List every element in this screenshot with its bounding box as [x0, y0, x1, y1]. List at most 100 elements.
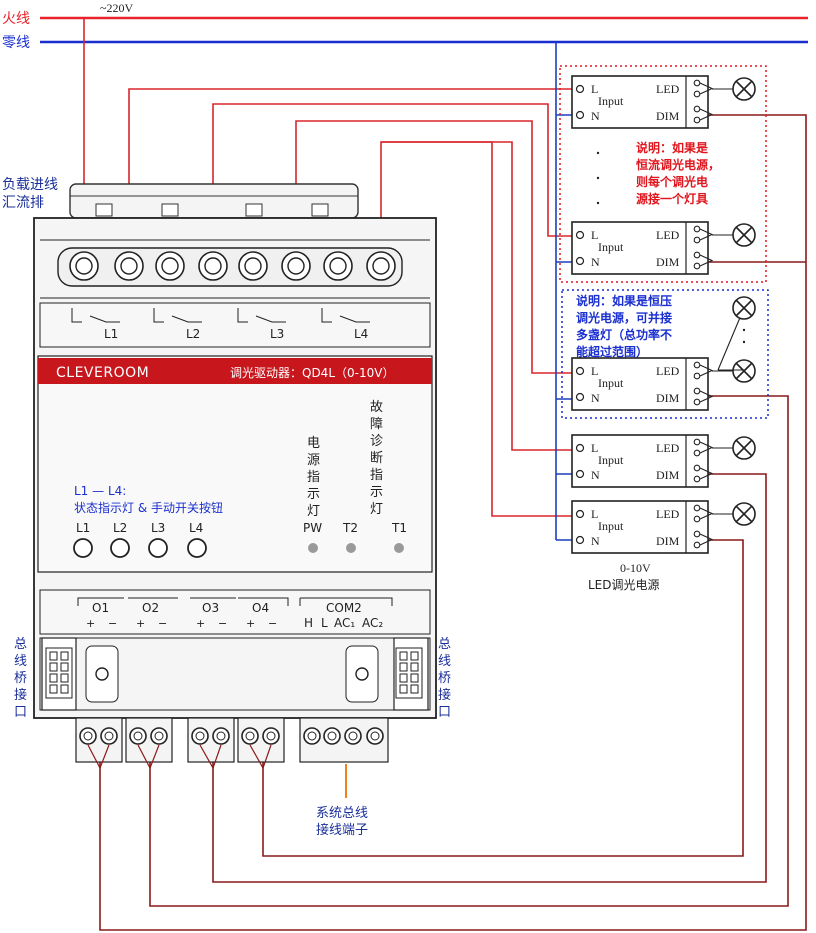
driver-led-plus-terminal — [693, 79, 701, 87]
brand-name: CLEVEROOM — [56, 365, 149, 381]
cv-note-line3: 多盏灯（总功率不 — [576, 327, 672, 342]
o2-minus: − — [158, 617, 167, 630]
pw-char-3: 指 — [307, 470, 320, 485]
constant-current-note: 说明：如果是 恒流调光电源， 则每个调光电 源接一个灯具 — [596, 140, 720, 206]
busbar-label-line2: 汇流排 — [2, 195, 44, 211]
pw-char-4: 示 — [307, 487, 320, 502]
driver-led-minus-terminal — [693, 372, 701, 380]
fault-char-2: 障 — [370, 417, 383, 432]
driver-n-label: N — [591, 109, 600, 123]
fault-char-1: 故 — [370, 400, 383, 415]
lbp-char-3: 桥 — [14, 671, 27, 686]
driver-l-label: L — [591, 364, 598, 378]
com-pin-ac2: AC₂ — [362, 616, 383, 630]
driver-led-plus-terminal — [693, 504, 701, 512]
terminal-5 — [238, 251, 268, 281]
busbar: 负载进线 汇流排 — [2, 177, 359, 219]
led-drivers: LNInputLEDDIMLNInputLEDDIMLNInputLEDDIML… — [571, 75, 756, 554]
t2-led — [346, 543, 356, 553]
terminal-strip — [57, 247, 403, 287]
driver-output-bridge — [699, 254, 714, 267]
channel-symbols — [71, 308, 370, 323]
lamp-icon — [732, 77, 756, 101]
cv-note-line1: 说明：如果是恒压 — [576, 293, 672, 308]
driver-led-plus-terminal — [693, 225, 701, 233]
button-label-l4: L4 — [189, 521, 203, 535]
driver-output-bridge — [699, 390, 714, 403]
driver-n-label: N — [591, 468, 600, 482]
o1-plus: + — [86, 617, 95, 630]
driver-dim-minus-terminal — [693, 116, 701, 124]
output-strip — [39, 589, 431, 635]
plug-o2 — [125, 717, 173, 770]
driver-terminal-l — [575, 366, 585, 376]
lamp-parallel-top — [732, 296, 756, 320]
led-label-t1: T1 — [391, 521, 407, 535]
power-indicator-caption: 电 源 指 示 灯 — [307, 436, 320, 519]
manual-button-l1[interactable] — [73, 538, 93, 558]
driver-input-label: Input — [598, 453, 624, 467]
driver-dim-plus-terminal — [693, 464, 701, 472]
driver-terminal-l — [575, 443, 585, 453]
fault-char-6: 示 — [370, 485, 383, 500]
com-pin-h: H — [304, 616, 313, 630]
output-o3: O3 — [202, 601, 219, 615]
channel-label-l1: L1 — [104, 327, 118, 341]
driver-led-minus-terminal — [693, 449, 701, 457]
terminal-live-in — [69, 251, 99, 281]
busbar-clip-2 — [161, 203, 179, 217]
driver-led-minus-terminal — [693, 515, 701, 523]
output-o4: O4 — [252, 601, 269, 615]
channel-label-l4: L4 — [354, 327, 368, 341]
driver-led-minus-terminal — [693, 90, 701, 98]
driver-led-label: LED — [656, 228, 680, 242]
constant-voltage-box — [561, 289, 769, 419]
system-bus-label-line2: 接线端子 — [316, 822, 368, 838]
terminal-7 — [323, 251, 353, 281]
front-panel — [37, 355, 433, 573]
driver-caption-line1: 0-10V — [620, 561, 651, 575]
left-bus-port[interactable] — [41, 637, 119, 711]
manual-button-l4[interactable] — [187, 538, 207, 558]
right-bus-port[interactable] — [345, 637, 429, 711]
cc-note-line4: 源接一个灯具 — [636, 191, 708, 206]
lbp-char-5: 口 — [14, 705, 27, 720]
driver-terminal-n — [575, 535, 585, 545]
mains-lines: 火线 零线 ~220V — [2, 1, 808, 51]
o3-plus: + — [196, 617, 205, 630]
terminal-l3-out — [281, 251, 311, 281]
busbar-clip-1 — [95, 203, 113, 217]
plug-o1 — [75, 717, 123, 770]
lamp-icon — [732, 223, 756, 247]
fault-char-4: 断 — [370, 451, 383, 466]
driver-dim-label: DIM — [656, 255, 680, 269]
manual-button-l3[interactable] — [148, 538, 168, 558]
rbp-char-2: 线 — [438, 654, 451, 669]
constant-current-box — [559, 65, 767, 283]
com-label: COM2 — [326, 601, 362, 615]
constant-voltage-note: 说明：如果是恒压 调光电源，可并接 多盏灯（总功率不 能超过范围） — [576, 293, 672, 359]
driver-led-label: LED — [656, 82, 680, 96]
dimmer-device: L1 L2 L3 L4 CLEVEROOM 调光驱动器：QD4L（0-10V） … — [14, 217, 451, 838]
left-bus-port-caption: 总 线 桥 接 口 — [14, 637, 27, 720]
cv-note-line2: 调光电源，可并接 — [576, 310, 672, 325]
driver-dim-minus-terminal — [693, 475, 701, 483]
dim-wire-5 — [262, 539, 744, 857]
driver-input-label: Input — [598, 240, 624, 254]
manual-button-l2[interactable] — [110, 538, 130, 558]
voltage-label: ~220V — [100, 1, 133, 15]
o3-minus: − — [218, 617, 227, 630]
o2-plus: + — [136, 617, 145, 630]
right-bus-port-caption: 总 线 桥 接 口 — [438, 637, 451, 720]
driver-l-label: L — [591, 82, 598, 96]
fault-char-3: 诊 — [370, 434, 383, 449]
driver-led-minus-terminal — [693, 236, 701, 244]
rbp-char-3: 桥 — [438, 671, 451, 686]
driver-body — [571, 434, 709, 488]
dim-wire-3 — [149, 395, 789, 907]
o4-plus: + — [246, 617, 255, 630]
driver-terminal-n — [575, 469, 585, 479]
driver-input-label: Input — [598, 376, 624, 390]
